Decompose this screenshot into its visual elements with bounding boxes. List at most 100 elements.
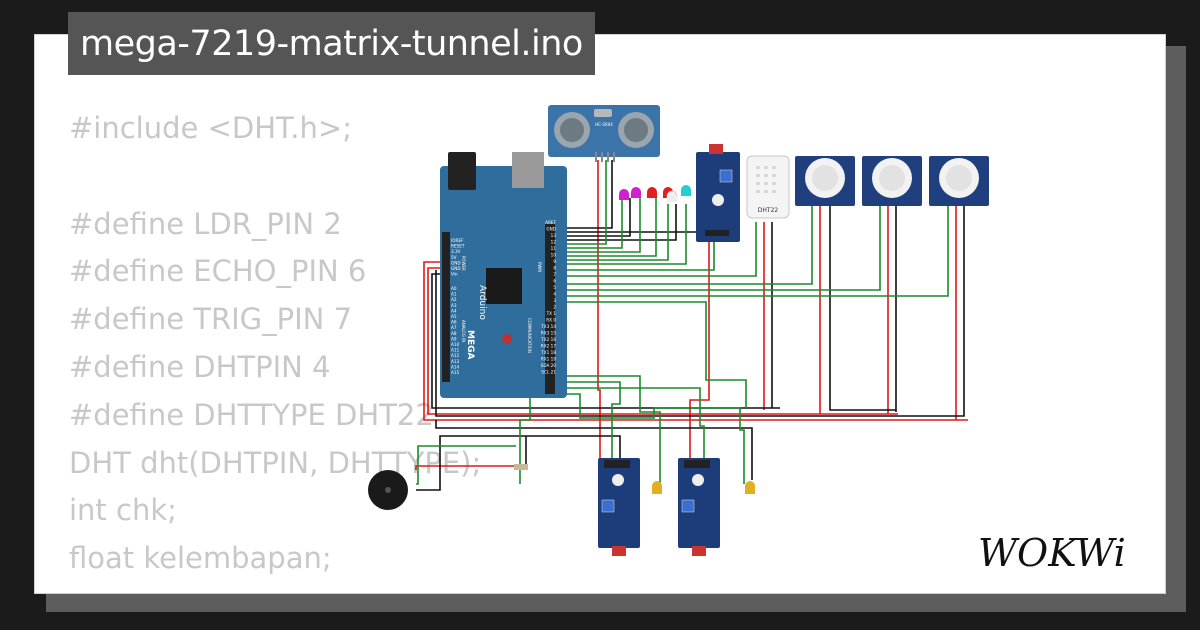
wokwi-logo-text: WOKWi [978,531,1126,575]
ldr-module-bottom-1 [598,458,640,556]
pin-label: A11 [451,348,460,353]
led-cyan [681,185,691,196]
dht22-sensor: DHT22 [746,155,790,219]
pir-sensor-2 [862,156,922,206]
pin-label: 7 [553,272,556,277]
usb-port [512,152,544,188]
resistor [514,464,528,470]
pin-label: A2 [451,297,457,302]
pin-label: RX3 15 [541,331,556,336]
ldr-module-bottom-2 [678,458,720,556]
code-listing: #include <DHT.h>; #define LDR_PIN 2 #defin… [69,105,482,593]
pin-label: IOREF [451,238,464,243]
pin-label: 13 [551,233,557,238]
arduino-mega-board: Arduino MEGA POWER ANALOG IN PWM COMMUNI… [440,152,567,398]
pin-label: GND [451,260,461,265]
pin-label: TX 1 [546,311,557,316]
code-line: float kelembapan; [69,541,332,576]
pin-label: 6 [553,279,556,284]
buzzer [368,470,408,510]
reset-button [502,334,512,344]
digital-header [545,224,555,394]
pin-label: A6 [451,320,457,325]
pin-label: A5 [451,314,457,319]
project-title-box: mega-7219-matrix-tunnel.ino [68,12,595,75]
pin-label: 9 [553,259,556,264]
analog-label: ANALOG IN [461,320,466,342]
led-magenta-1 [619,189,629,200]
pin-label: A8 [451,331,457,336]
dht22-label: DHT22 [758,207,779,214]
pin-label: GND [546,227,556,232]
pin-label: 4 [553,292,556,297]
pin-label: A15 [451,370,460,375]
code-line: #define LDR_PIN 2 [69,206,342,241]
pin-label: 10 [551,253,557,258]
pin-label: 3 [553,298,556,303]
wokwi-logo: WOKWi [978,531,1126,575]
pin-label: SDA 20 [541,363,557,368]
pin-label: RX2 17 [541,344,556,349]
board-name: Arduino [477,285,487,320]
pin-label: TX2 16 [540,337,556,342]
code-line: #include <DHT.h>; [69,111,352,145]
pin-label: TX1 18 [540,350,556,355]
pin-label: A4 [451,308,457,313]
pin-label: 3.3V [451,249,461,254]
code-line: fl [69,583,481,593]
led-yellow-1 [652,481,662,494]
pin-label: Vin [451,272,458,277]
code-line: #define ECHO_PIN 6 [69,254,367,289]
pir-sensor-1 [795,156,855,206]
code-line: DHT dht(DHTPIN, DHTTYPE); [69,445,482,480]
project-title: mega-7219-matrix-tunnel.ino [80,23,583,64]
pin-label: 8 [553,266,556,271]
pin-label: AREF [545,220,556,225]
power-jack [448,152,476,190]
pin-label: A13 [451,359,460,364]
code-line: #define DHTTYPE DHT22 [69,397,434,432]
power-analog-header [442,232,450,382]
pin-label: SCL 21 [541,370,556,375]
ultrasonic-sensor: HC-SR04 [548,105,660,162]
code-line: #define TRIG_PIN 7 [69,302,353,337]
comm-label: COMMUNICATION [527,318,532,353]
pin-label: GND [451,266,461,271]
pin-label: A3 [451,303,457,308]
pin-label: A9 [451,336,457,341]
ldr-module-top [696,144,740,242]
pin-label: RX 0 [546,318,556,323]
pin-label: 5V [451,255,457,260]
pir-sensor-3 [929,156,989,206]
led-red-1 [647,187,657,198]
pin-label: RESET [451,244,465,249]
mcu-chip [486,268,522,304]
code-line: #define DHTPIN 4 [69,349,331,384]
ultrasonic-label: HC-SR04 [595,122,613,127]
pin-label: A10 [451,342,460,347]
wires [415,160,968,491]
pin-label: A14 [451,364,460,369]
code-line: int chk; [69,493,177,528]
pin-label: RX1 19 [541,357,556,362]
top-leds [619,185,691,202]
led-white [666,190,678,202]
pin-label: 5 [553,285,556,290]
pin-label: TX3 14 [540,324,556,329]
pin-label: 12 [551,240,557,245]
pin-label: 11 [551,246,557,251]
led-yellow-2 [745,481,755,494]
pin-label: A12 [451,353,460,358]
pwm-label: PWM [537,262,542,272]
pin-label: A0 [451,286,457,291]
pin-label: 2 [553,305,556,310]
power-label: POWER [461,256,466,271]
pin-label: A1 [451,292,457,297]
led-magenta-2 [631,187,641,198]
pin-label: A7 [451,325,457,330]
board-model: MEGA [465,330,475,359]
